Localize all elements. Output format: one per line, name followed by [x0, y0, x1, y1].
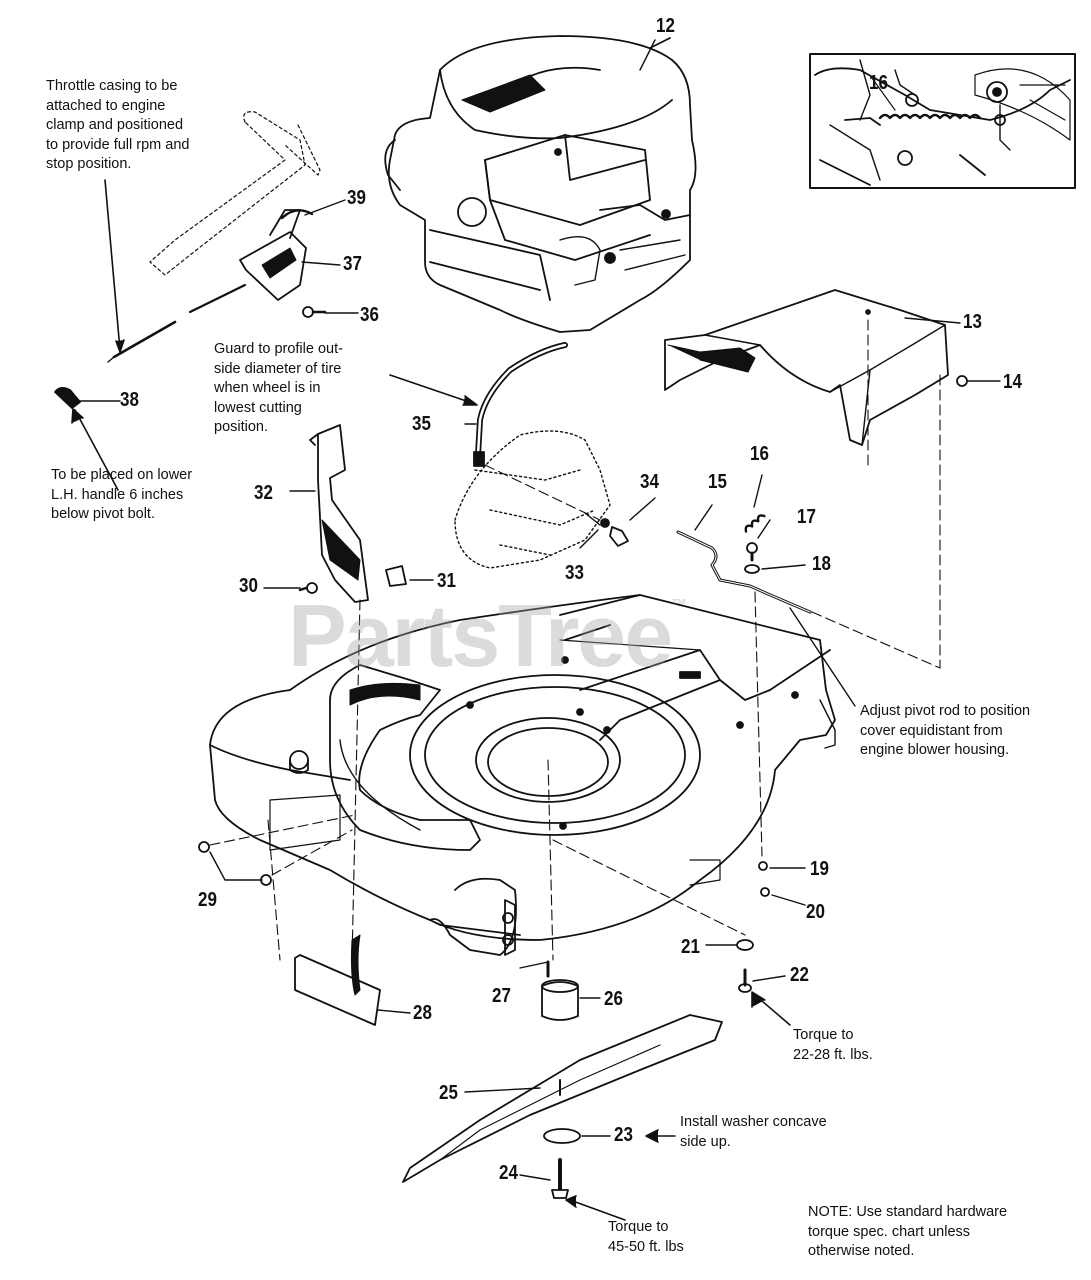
- callout-38: 38: [120, 389, 139, 411]
- callout-36: 36: [360, 304, 379, 326]
- callout-13: 13: [963, 311, 982, 333]
- callout-28: 28: [413, 1002, 432, 1024]
- callout-16: 16: [750, 443, 769, 465]
- dashed-tank-outline: [454, 430, 611, 569]
- rear-flap-drawing: [294, 954, 381, 1026]
- callout-17: 17: [797, 506, 816, 528]
- callout-23: 23: [614, 1124, 633, 1146]
- callout-22: 22: [790, 964, 809, 986]
- callout-39: 39: [347, 187, 366, 209]
- blade-drawing: [402, 1014, 723, 1183]
- callout-35: 35: [412, 413, 431, 435]
- callout-19: 19: [810, 858, 829, 880]
- callout-21: 21: [681, 936, 700, 958]
- note-arrows: [71, 179, 791, 1221]
- callout-34: 34: [640, 471, 659, 493]
- callout-37: 37: [343, 253, 362, 275]
- blower-cover-drawing: [664, 289, 949, 446]
- callout-27: 27: [492, 985, 511, 1007]
- callout-16-inset: 16: [869, 72, 888, 94]
- callout-32: 32: [254, 482, 273, 504]
- deflector-drawing: [309, 424, 369, 603]
- callout-30: 30: [239, 575, 258, 597]
- callout-15: 15: [708, 471, 727, 493]
- mower-deck-drawing: [209, 594, 836, 956]
- engine-drawing: [384, 35, 697, 333]
- callout-leaders: [79, 39, 1001, 1181]
- watermark: PartsTree™: [288, 586, 687, 685]
- callout-25: 25: [439, 1082, 458, 1104]
- callout-18: 18: [812, 553, 831, 575]
- inset-detail: [809, 53, 1076, 189]
- callout-33: 33: [565, 562, 584, 584]
- callout-14: 14: [1003, 371, 1022, 393]
- callout-31: 31: [437, 570, 456, 592]
- callout-24: 24: [499, 1162, 518, 1184]
- callout-20: 20: [806, 901, 825, 923]
- callout-29: 29: [198, 889, 217, 911]
- pivot-rod-drawing: [676, 530, 812, 614]
- alignment-lines: [209, 319, 941, 961]
- callout-26: 26: [604, 988, 623, 1010]
- guard-note: Guard to profile out-side diameter of ti…: [214, 341, 343, 435]
- callout-12: 12: [656, 15, 675, 37]
